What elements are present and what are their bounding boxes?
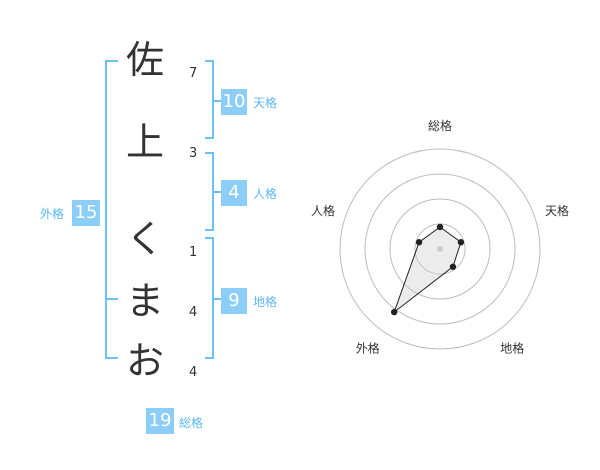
name-char-4: ま (125, 279, 164, 323)
soukaku-value: 19 (146, 408, 174, 434)
stroke-count-5: 4 (189, 365, 198, 380)
radar-ring-3 (364, 173, 516, 325)
radar-point-2 (457, 239, 465, 246)
radar-axis-label-1: 総格 (428, 118, 452, 133)
chikaku-value: 9 (221, 288, 247, 314)
gaikaku-bracket (105, 60, 118, 359)
radar-point-5 (415, 239, 423, 246)
stroke-count-2: 3 (189, 146, 198, 161)
radar-ring-4 (339, 148, 541, 350)
stroke-count-1: 7 (189, 66, 198, 81)
jinkaku-label: 人格 (253, 187, 278, 201)
name-char-3: く (125, 217, 164, 261)
soukaku-label: 総格 (179, 416, 204, 430)
gaikaku-value: 15 (72, 200, 100, 226)
radar-axis-label-3: 地格 (500, 341, 524, 356)
radar-point-4 (390, 308, 398, 316)
chikaku-label: 地格 (253, 295, 278, 309)
radar-axis-label-4: 外格 (356, 341, 380, 356)
radar-axis-label-5: 人格 (311, 203, 335, 218)
name-char-1: 佐 (125, 38, 164, 82)
radar-point-1 (436, 223, 444, 231)
gaikaku-label: 外格 (40, 207, 65, 221)
tenkaku-label: 天格 (253, 96, 278, 110)
tenkaku-value: 10 (221, 89, 247, 115)
stroke-count-4: 4 (189, 305, 198, 320)
tenkaku-bracket (205, 60, 214, 139)
radar-point-3 (449, 263, 457, 270)
radar-series-polygon (393, 226, 462, 314)
radar-ring-2 (389, 198, 491, 300)
stroke-count-3: 1 (189, 245, 198, 260)
name-char-5: お (125, 339, 164, 383)
jinkaku-value: 4 (221, 180, 247, 206)
name-char-2: 上 (125, 120, 164, 164)
radar-axis-label-2: 天格 (545, 203, 569, 218)
radar-center (437, 246, 443, 252)
